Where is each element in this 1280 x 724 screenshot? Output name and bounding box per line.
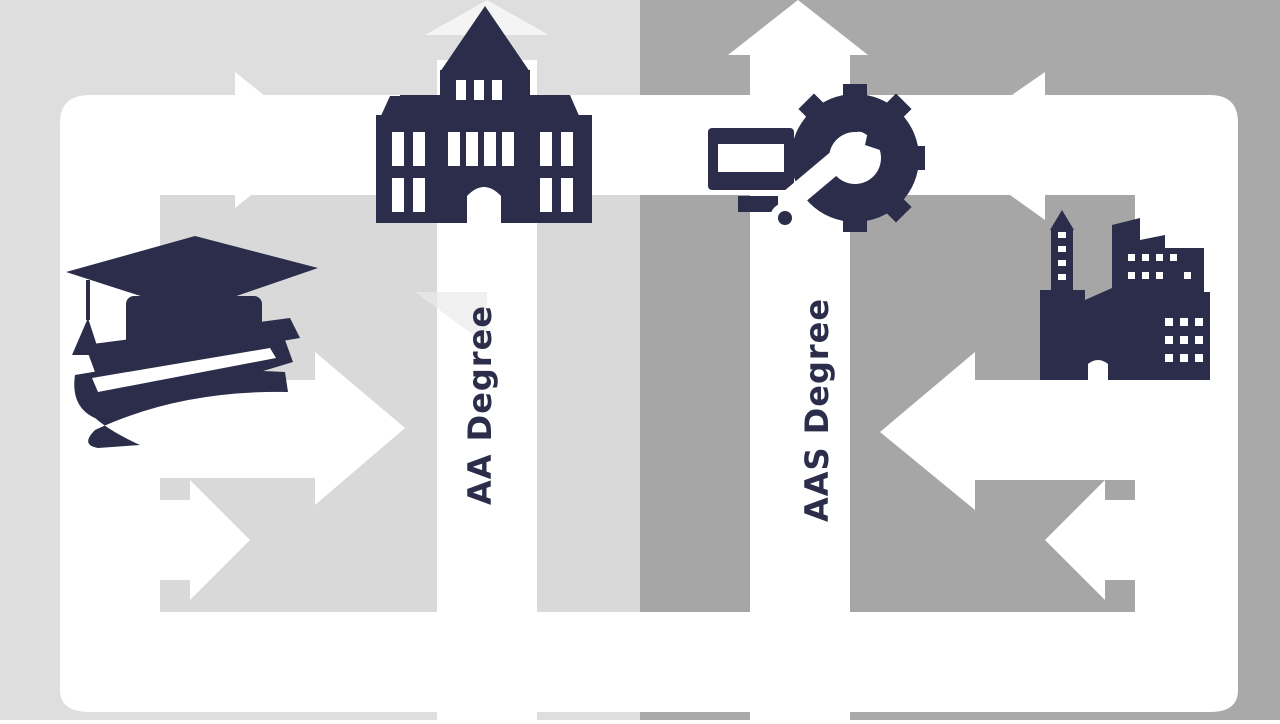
gear-wrench-icon (708, 84, 925, 233)
graduation-cap-books-icon (66, 236, 318, 448)
aa-column-notch (415, 292, 487, 345)
left-arrow-top (940, 72, 1210, 220)
aas-up-arrow (728, 0, 868, 55)
left-arrow-middle (880, 352, 1135, 510)
right-arrow-top (90, 72, 320, 208)
right-arrow-bottom (160, 480, 250, 600)
university-building-icon (376, 6, 592, 223)
left-arrow-bottom (1045, 480, 1135, 600)
aas-degree-label: AAS Degree (798, 297, 836, 522)
factory-icon (1040, 210, 1210, 380)
aa-degree-label: AA Degree (461, 304, 499, 505)
